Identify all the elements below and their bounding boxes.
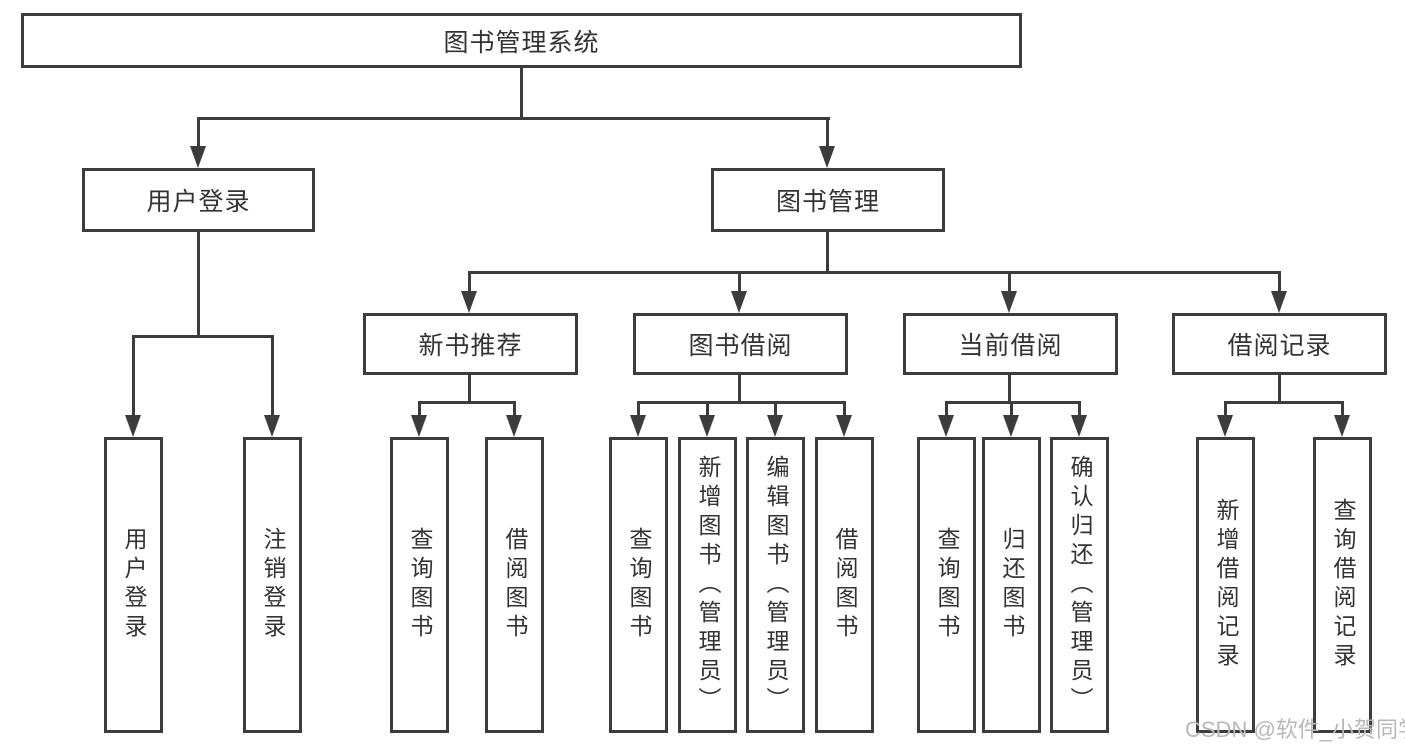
leaf-add-borrow-record: 新增借阅记录 bbox=[1196, 437, 1255, 733]
connector-book-management-rail bbox=[468, 271, 1281, 274]
node-label: 借阅图书 bbox=[502, 527, 528, 643]
connector-stem-borrow-records bbox=[1278, 271, 1281, 294]
node-label: 用户登录 bbox=[121, 527, 147, 643]
connector-book-borrow-trunk bbox=[738, 375, 741, 404]
node-library-management-system: 图书管理系统 bbox=[21, 13, 1022, 68]
node-new-book-recommend: 新书推荐 bbox=[363, 313, 578, 375]
leaf-logout: 注销登录 bbox=[243, 437, 302, 733]
node-label: 注销登录 bbox=[260, 527, 286, 643]
leaf-borrow-books-borrowing: 借阅图书 bbox=[815, 437, 874, 733]
node-label: 图书管理 bbox=[775, 188, 880, 216]
leaf-add-book-admin: 新增图书（管理员） bbox=[678, 437, 737, 733]
connector-stem bbox=[1341, 401, 1344, 418]
node-label: 查询借阅记录 bbox=[1330, 498, 1356, 672]
arrowhead bbox=[938, 415, 954, 437]
arrowhead bbox=[1334, 415, 1350, 437]
connector-borrow-records-trunk bbox=[1278, 375, 1281, 404]
node-current-borrowing: 当前借阅 bbox=[903, 313, 1118, 375]
arrowhead-new-book bbox=[461, 291, 477, 313]
arrowhead-logout bbox=[264, 415, 280, 437]
connector-stem bbox=[1010, 401, 1013, 418]
node-label: 图书借阅 bbox=[688, 332, 793, 360]
connector-stem bbox=[945, 401, 948, 418]
arrowhead bbox=[1217, 415, 1233, 437]
connector-root-trunk bbox=[520, 68, 523, 118]
arrowhead-login bbox=[125, 415, 141, 437]
connector-stem bbox=[1078, 401, 1081, 418]
connector-stem-new-book bbox=[468, 271, 471, 294]
connector-current-borrow-rail bbox=[945, 401, 1081, 404]
connector-stem bbox=[1224, 401, 1227, 418]
node-label: 查询图书 bbox=[407, 527, 433, 643]
arrowhead-borrow-records bbox=[1271, 291, 1287, 313]
node-label: 用户登录 bbox=[146, 188, 251, 216]
leaf-query-borrow-record: 查询借阅记录 bbox=[1313, 437, 1372, 733]
leaf-borrow-books-recommend: 借阅图书 bbox=[485, 437, 544, 733]
arrowhead bbox=[506, 415, 522, 437]
leaf-user-login: 用户登录 bbox=[104, 437, 163, 733]
arrowhead-user-login bbox=[190, 146, 206, 168]
connector-user-login-rail bbox=[132, 335, 274, 338]
csdn-watermark: CSDN @软件_小贺同学 bbox=[1185, 717, 1405, 742]
connector-stem bbox=[418, 401, 421, 418]
arrowhead bbox=[630, 415, 646, 437]
connector-stem-book-borrow bbox=[738, 271, 741, 294]
node-label: 确认归还（管理员） bbox=[1067, 454, 1093, 716]
arrowhead-current-borrow bbox=[1001, 291, 1017, 313]
node-label: 编辑图书（管理员） bbox=[763, 454, 789, 716]
connector-stem-book-management bbox=[826, 117, 829, 149]
leaf-return-book: 归还图书 bbox=[982, 437, 1041, 733]
node-label: 归还图书 bbox=[999, 527, 1025, 643]
connector-stem bbox=[513, 401, 516, 418]
node-label: 借阅图书 bbox=[832, 527, 858, 643]
node-label: 查询图书 bbox=[626, 527, 652, 643]
connector-stem-logout bbox=[271, 335, 274, 418]
arrowhead bbox=[1071, 415, 1087, 437]
arrowhead bbox=[836, 415, 852, 437]
arrowhead bbox=[767, 415, 783, 437]
node-borrowing-records: 借阅记录 bbox=[1172, 313, 1387, 375]
connector-user-login-trunk bbox=[197, 232, 200, 336]
connector-stem bbox=[637, 401, 640, 418]
node-book-borrowing: 图书借阅 bbox=[633, 313, 848, 375]
connector-stem bbox=[706, 401, 709, 418]
connector-current-borrow-trunk bbox=[1008, 375, 1011, 404]
node-label: 查询图书 bbox=[934, 527, 960, 643]
arrowhead bbox=[1003, 415, 1019, 437]
arrowhead-book-borrow bbox=[731, 291, 747, 313]
node-label: 借阅记录 bbox=[1227, 332, 1332, 360]
leaf-query-books-current: 查询图书 bbox=[917, 437, 976, 733]
node-label: 当前借阅 bbox=[958, 332, 1063, 360]
connector-root-rail bbox=[197, 117, 830, 120]
arrowhead-book-management bbox=[819, 146, 835, 168]
connector-new-book-trunk bbox=[468, 375, 471, 404]
leaf-query-books-borrowing: 查询图书 bbox=[609, 437, 668, 733]
node-label: 图书管理系统 bbox=[443, 28, 600, 57]
connector-stem bbox=[774, 401, 777, 418]
arrowhead bbox=[411, 415, 427, 437]
leaf-confirm-return-admin: 确认归还（管理员） bbox=[1050, 437, 1109, 733]
node-label: 新书推荐 bbox=[418, 332, 523, 360]
node-label: 新增图书（管理员） bbox=[695, 454, 721, 716]
connector-stem bbox=[843, 401, 846, 418]
connector-book-management-trunk bbox=[826, 232, 829, 274]
node-label: 新增借阅记录 bbox=[1213, 498, 1239, 672]
leaf-query-books-recommend: 查询图书 bbox=[390, 437, 449, 733]
connector-book-borrow-rail bbox=[637, 401, 846, 404]
node-book-management: 图书管理 bbox=[711, 168, 945, 232]
connector-stem-login bbox=[132, 335, 135, 418]
connector-stem-current-borrow bbox=[1008, 271, 1011, 294]
node-user-login: 用户登录 bbox=[82, 168, 315, 232]
leaf-edit-book-admin: 编辑图书（管理员） bbox=[746, 437, 805, 733]
connector-new-book-rail bbox=[418, 401, 516, 404]
arrowhead bbox=[699, 415, 715, 437]
connector-stem-user-login bbox=[197, 117, 200, 149]
connector-borrow-records-rail bbox=[1224, 401, 1344, 404]
